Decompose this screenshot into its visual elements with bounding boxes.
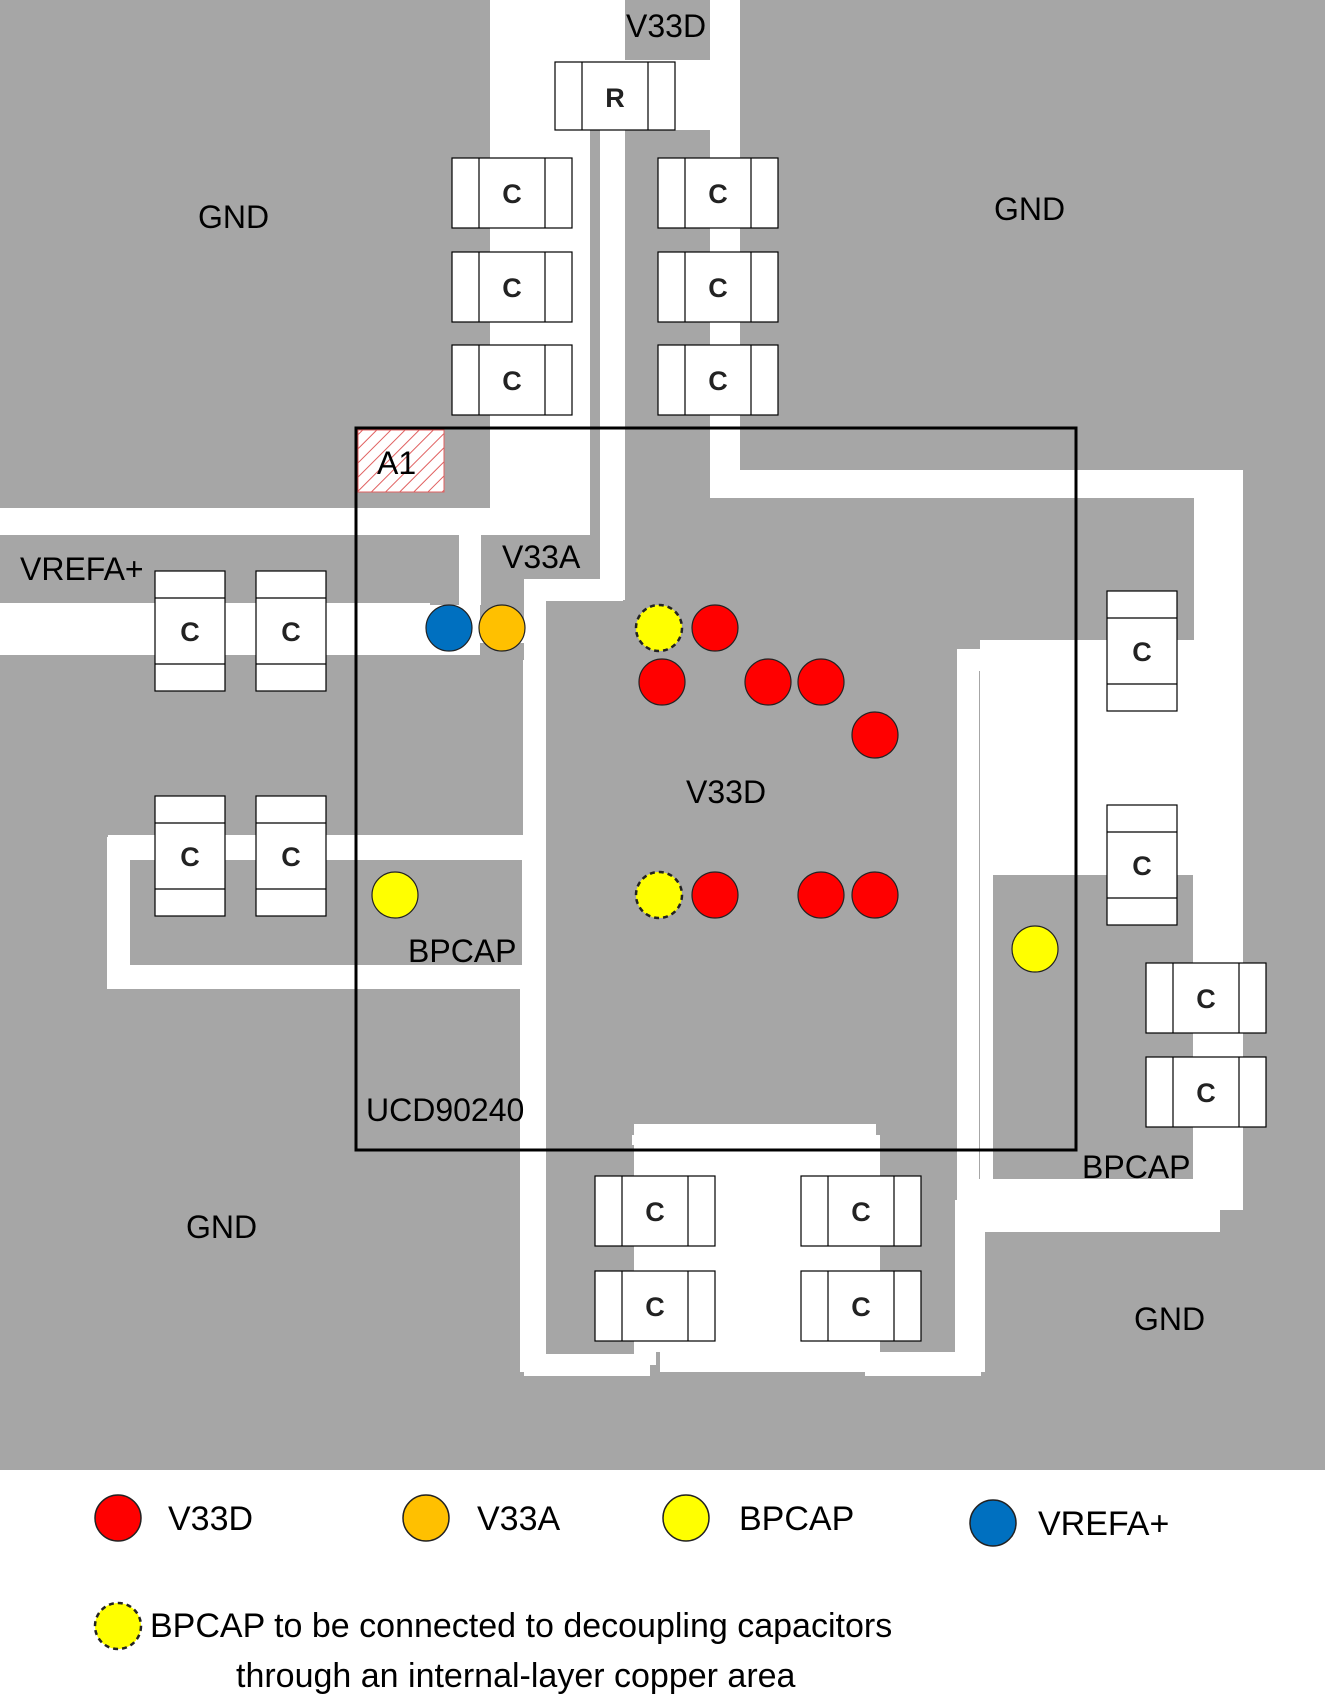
pin1-label: A1 <box>377 445 416 481</box>
capacitor-label: C <box>708 366 728 396</box>
capacitor-label: C <box>180 617 200 647</box>
capacitor-c: C <box>451 157 573 229</box>
capacitor-c: C <box>657 344 779 416</box>
net-label-chip: UCD90240 <box>366 1092 524 1128</box>
capacitor-c: C <box>1145 962 1267 1034</box>
capacitors-horizontal: C C C C C C C C C C C C <box>451 157 1267 1342</box>
net-label-v33d-top: V33D <box>626 8 706 44</box>
pin-bpcap <box>371 871 419 919</box>
net-label-gnd-top-left: GND <box>198 199 269 235</box>
capacitor-c: C <box>255 795 327 917</box>
capacitor-label: C <box>851 1197 871 1227</box>
net-label-vrefa: VREFA+ <box>20 551 144 587</box>
resistor-r: R <box>554 61 676 131</box>
pin-v33d <box>638 658 686 706</box>
pin-v33d <box>851 871 899 919</box>
pin-bpcap-dashed <box>634 870 684 920</box>
pin1-marker <box>357 429 445 493</box>
capacitor-label: C <box>1132 851 1152 881</box>
pin-v33d <box>851 711 899 759</box>
capacitor-c: C <box>1145 1056 1267 1128</box>
clearance-v33d-inner-left <box>524 130 650 1376</box>
capacitor-label: C <box>1132 637 1152 667</box>
capacitor-label: C <box>708 273 728 303</box>
vrefa-top-band <box>0 508 475 535</box>
capacitor-c: C <box>1106 804 1178 926</box>
pin-v33a <box>478 604 526 652</box>
capacitor-c: C <box>657 251 779 323</box>
capacitor-label: C <box>502 273 522 303</box>
clearance-bottom-right <box>865 1190 981 1376</box>
legend-swatch-v33a <box>402 1494 450 1542</box>
capacitor-label: C <box>502 179 522 209</box>
capacitor-label: C <box>281 617 301 647</box>
capacitor-c: C <box>154 795 226 917</box>
legend-label-vrefa: VREFA+ <box>1038 1505 1169 1543</box>
gnd-pour-top-right <box>740 0 1325 470</box>
legend: V33D V33A BPCAP VREFA+ BPCAP to be conne… <box>93 1494 1169 1694</box>
capacitor-label: C <box>645 1292 665 1322</box>
capacitor-c: C <box>255 570 327 692</box>
capacitor-c: C <box>800 1175 922 1247</box>
pin-v33d <box>691 871 739 919</box>
capacitor-c: C <box>594 1175 716 1247</box>
net-label-gnd-top-right: GND <box>994 191 1065 227</box>
resistor-label: R <box>605 83 625 113</box>
legend-note-line2: through an internal-layer copper area <box>236 1657 796 1694</box>
v33d-trace-top <box>625 0 710 60</box>
capacitor-label: C <box>1196 984 1216 1014</box>
pin-markers <box>371 603 1059 973</box>
gnd-pour-right <box>985 470 1325 1470</box>
capacitor-c: C <box>1106 590 1178 712</box>
capacitor-label: C <box>281 842 301 872</box>
v33a-pour <box>480 100 600 660</box>
legend-label-bpcap: BPCAP <box>739 1500 854 1538</box>
gnd-pour-top-left <box>0 0 490 508</box>
legend-label-v33d: V33D <box>168 1500 253 1538</box>
clearance-right-mid <box>990 847 1216 960</box>
capacitor-label: C <box>851 1292 871 1322</box>
gnd-pour-bottom-left <box>0 655 660 1470</box>
capacitor-c: C <box>451 344 573 416</box>
net-label-gnd-bottom-right: GND <box>1134 1301 1205 1337</box>
net-label-v33a: V33A <box>502 539 581 575</box>
capacitors-vertical: C C C C C C <box>154 570 1178 926</box>
pin-bpcap-dashed <box>634 603 684 653</box>
legend-note-line1: BPCAP to be connected to decoupling capa… <box>150 1607 892 1645</box>
capacitor-c: C <box>657 157 779 229</box>
pin-v33d <box>797 871 845 919</box>
legend-swatch-v33d <box>94 1494 142 1542</box>
pin-v33d <box>744 658 792 706</box>
capacitor-label: C <box>645 1197 665 1227</box>
vrefa-pour <box>355 655 523 835</box>
capacitor-label: C <box>708 179 728 209</box>
copper-pours <box>0 0 1325 1470</box>
legend-swatch-vrefa <box>969 1499 1017 1547</box>
capacitor-c: C <box>800 1270 922 1342</box>
capacitor-label: C <box>1196 1078 1216 1108</box>
pin-v33d <box>691 604 739 652</box>
gnd-left-strip <box>0 535 473 605</box>
pin-vrefa <box>425 604 473 652</box>
pin-v33d <box>797 658 845 706</box>
capacitor-c: C <box>451 251 573 323</box>
pin-bpcap <box>1011 925 1059 973</box>
capacitor-c: C <box>594 1270 716 1342</box>
net-label-v33d-center: V33D <box>686 774 766 810</box>
net-label-bpcap-right: BPCAP <box>1082 1149 1190 1185</box>
gnd-pour-bottom-center <box>520 1372 985 1470</box>
legend-swatch-dashed-bpcap <box>93 1601 143 1651</box>
net-label-bpcap-left: BPCAP <box>408 933 516 969</box>
net-label-gnd-bottom-left: GND <box>186 1209 257 1245</box>
capacitor-label: C <box>502 366 522 396</box>
legend-label-v33a: V33A <box>477 1500 560 1538</box>
capacitor-c: C <box>154 570 226 692</box>
legend-swatch-bpcap <box>662 1494 710 1542</box>
chip-outline <box>354 426 1078 1152</box>
net-labels: V33D GND GND VREFA+ V33A V33D BPCAP BPCA… <box>20 8 1205 1337</box>
capacitor-label: C <box>180 842 200 872</box>
